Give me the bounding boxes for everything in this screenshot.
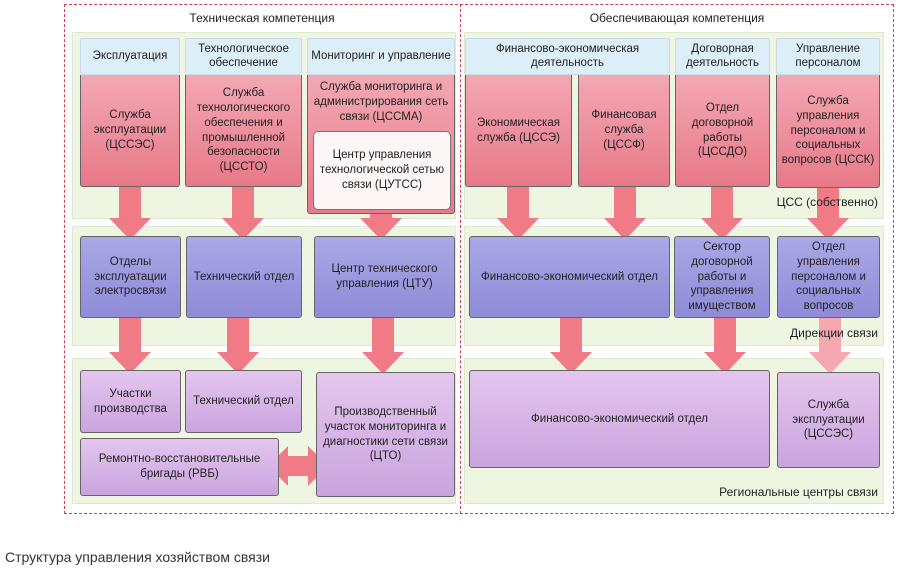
arrow-down-central-economic <box>497 187 539 240</box>
arrow-down-directorate-personnel <box>809 318 851 374</box>
arrow-down-directorate-exploitation <box>109 318 151 374</box>
arrow-down-central-tech <box>222 187 264 240</box>
arrow-down-central-contracts <box>701 187 743 240</box>
dir-technical: Технический отдел <box>186 236 302 318</box>
arrow-down-directorate-contracts <box>704 318 746 374</box>
unit-cssk: Служба управления персоналом и социальны… <box>776 75 880 188</box>
reg-technical: Технический отдел <box>185 370 302 433</box>
level-label-regional: Региональные центры связи <box>719 485 878 499</box>
unit-cssec: Служба эксплуатации (ЦССЭС) <box>80 75 180 187</box>
reg-exploitation: Служба эксплуатации (ЦССЭС) <box>777 372 880 468</box>
supporting-competence-title: Обеспечивающая компетенция <box>589 11 765 25</box>
unit-cutss: Центр управления технологической сетью с… <box>313 131 451 210</box>
arrow-down-directorate-technical <box>217 318 259 374</box>
reg-finance: Финансово-экономический отдел <box>469 370 770 468</box>
unit-cssto: Служба технологического обеспечения и пр… <box>185 75 302 187</box>
reg-rvb: Ремонтно-восстановительные бригады (РВБ) <box>80 438 279 496</box>
unit-cssma-label: Служба мониторинга и администрирования с… <box>313 81 449 123</box>
level-label-directorates: Дирекции связи <box>790 326 878 340</box>
diagram-frame <box>64 4 894 514</box>
header-monitoring: Мониторинг и управление <box>307 38 455 75</box>
header-finance: Финансово-экономическая деятельность <box>465 38 670 75</box>
header-personnel: Управление персоналом <box>776 38 880 75</box>
unit-csse: Экономическая служба (ЦССЭ) <box>465 75 572 187</box>
dir-contracts: Сектор договорной работы и управления им… <box>674 236 770 318</box>
dir-personnel: Отдел управления персоналом и социальных… <box>777 236 880 318</box>
level-label-central: ЦСС (собственно) <box>776 195 878 209</box>
reg-cto: Производственный участок мониторинга и д… <box>316 372 455 497</box>
dir-exploitation: Отделы эксплуатации электросвязи <box>80 236 181 318</box>
reg-production: Участки производства <box>80 370 181 433</box>
arrow-down-central-exploitation <box>109 187 151 240</box>
arrow-down-directorate-finance <box>550 318 592 374</box>
arrow-double-rvb-cto <box>268 446 328 486</box>
header-contracts: Договорная деятельность <box>675 38 770 75</box>
arrow-down-central-financial <box>604 187 646 240</box>
unit-cssdo: Отдел договорной работы (ЦССДО) <box>675 75 770 187</box>
header-exploitation: Эксплуатация <box>80 38 180 75</box>
figure-caption: Структура управления хозяйством связи <box>5 549 270 565</box>
dir-finance: Финансово-экономический отдел <box>469 236 670 318</box>
header-tech-support: Технологическое обеспечение <box>185 38 302 75</box>
dir-ctu: Центр технического управления (ЦТУ) <box>314 236 455 318</box>
competence-divider <box>460 4 461 514</box>
unit-cssf: Финансовая служба (ЦССФ) <box>578 75 670 187</box>
arrow-down-directorate-ctu <box>362 318 404 374</box>
technical-competence-title: Техническая компетенция <box>189 11 335 25</box>
arrow-down-central-personnel <box>807 187 849 240</box>
